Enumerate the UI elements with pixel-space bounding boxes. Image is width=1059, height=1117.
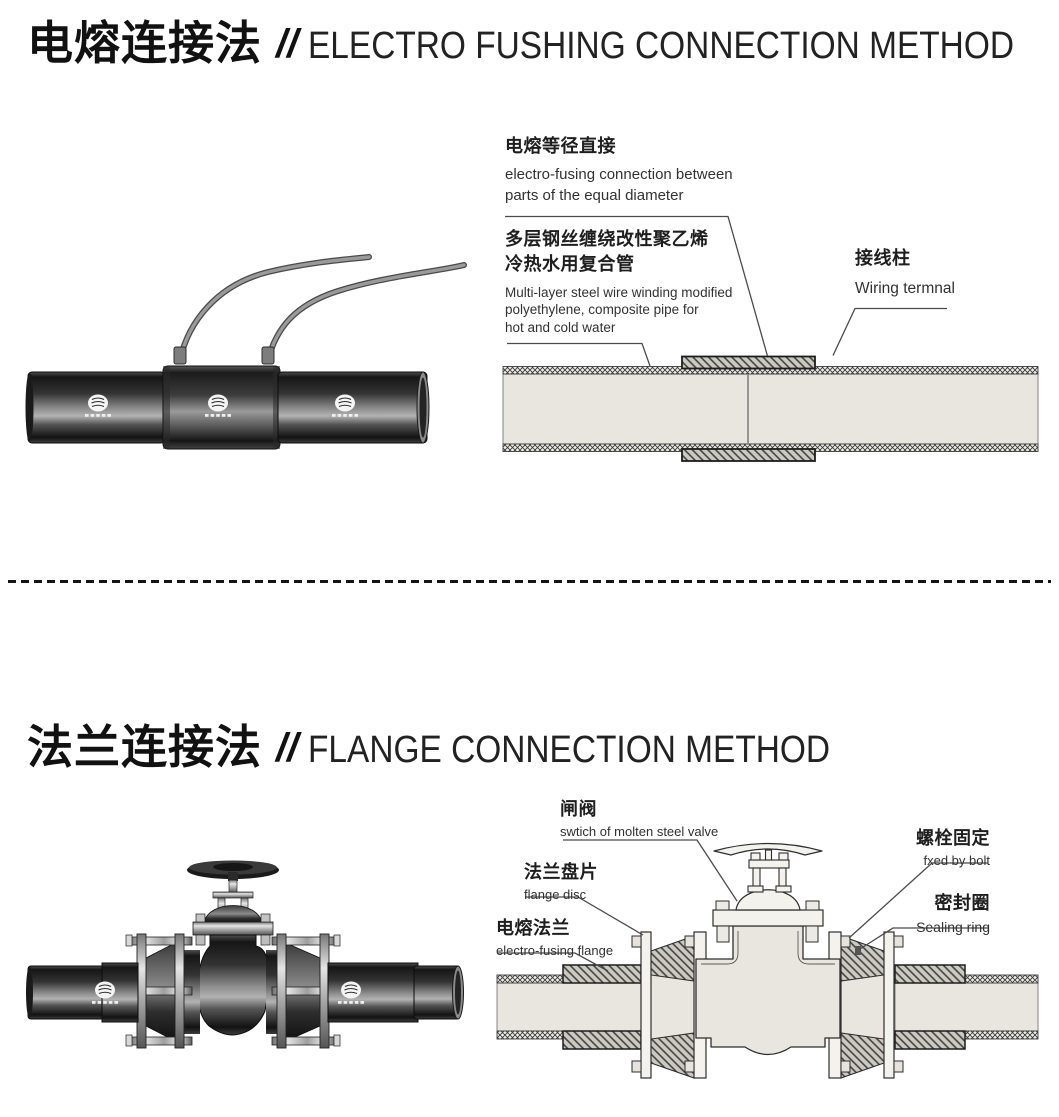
- flange-frame-right: [266, 933, 341, 1049]
- section1-title-slashes: //: [276, 22, 299, 66]
- label-wiring-terminal-zh: 接线柱: [855, 248, 911, 268]
- flange-valve-photo: [26, 860, 464, 1049]
- label-flange-disc-zh: 法兰盘片: [524, 862, 598, 882]
- leader-composite-pipe: [507, 342, 651, 367]
- valve-dome: [735, 889, 801, 911]
- electrofusion-coupling-photo: [25, 254, 467, 450]
- valve-bonnet-flange: [192, 913, 274, 946]
- valve-handwheel: [187, 860, 279, 881]
- cone-adapter-left: [650, 935, 695, 1079]
- label-gate-valve: 闸阀 swtich of molten steel valve: [560, 797, 718, 840]
- leader-wiring-terminal: [832, 307, 947, 356]
- leader-gate-valve: [563, 839, 738, 902]
- label-flange-disc: 法兰盘片 flange disc: [524, 860, 598, 903]
- label-electro-fusing-flange-en: electro-fusing flange: [496, 942, 614, 958]
- leader-fixed-by-bolt: [848, 862, 988, 939]
- section2-title-slashes: //: [276, 726, 299, 770]
- label-sealing-ring: 密封圈 Sealing ring: [840, 891, 990, 938]
- sealing-ring: [855, 946, 861, 955]
- label-composite-pipe-en: Multi-layer steel wire winding modified …: [505, 284, 733, 335]
- label-electro-fusing-flange: 电熔法兰 electro-fusing flange: [496, 916, 613, 959]
- label-sealing-ring-zh: 密封圈: [934, 893, 990, 913]
- label-electro-fusing-flange-zh: 电熔法兰: [496, 918, 570, 938]
- leader-flange-disc: [525, 896, 644, 936]
- valve-body: [196, 934, 269, 1036]
- flange-bolts: [631, 935, 904, 1073]
- pe-pipe-left: [26, 962, 139, 1023]
- valve-body-detail: [701, 931, 835, 965]
- pe-pipe-right: [277, 371, 430, 444]
- electrofusion-flange-sleeve-left: [562, 964, 642, 1050]
- valve-body-section: [695, 925, 841, 1056]
- valve-bonnet-flange: [712, 900, 824, 943]
- label-sealing-ring-en: Sealing ring: [916, 918, 990, 935]
- label-wiring-terminal-en: Wiring termnal: [855, 279, 955, 297]
- flange-frame-left: [125, 933, 200, 1049]
- label-gate-valve-zh: 闸阀: [560, 799, 597, 819]
- electrofusion-sleeve: [681, 355, 816, 462]
- section2-title-zh: 法兰连接法: [27, 721, 262, 773]
- leader-electro-fusing-flange: [497, 952, 609, 972]
- valve-stem: [764, 849, 773, 861]
- wire-terminal: [173, 346, 187, 365]
- label-fixed-by-bolt-en: fxed by bolt: [923, 852, 991, 868]
- section1-title-en: ELECTRO FUSHING CONNECTION METHOD: [308, 25, 1015, 67]
- pipe-left: [496, 974, 642, 1040]
- pipe-right: [894, 974, 1039, 1040]
- label-composite-pipe: 多层钢丝缠绕改性聚乙烯 冷热水用复合管 Multi-layer steel wi…: [505, 227, 732, 336]
- electrofusion-diagram: [502, 215, 1039, 462]
- label-equal-diameter-en: electro-fusing connection between parts …: [505, 165, 733, 205]
- cone-adapter-right: [840, 935, 885, 1079]
- valve-bonnet-dome: [203, 905, 263, 925]
- valve-handwheel: [713, 842, 823, 856]
- label-wiring-terminal: 接线柱 Wiring termnal: [855, 246, 955, 300]
- electrofusion-flange-sleeve-right: [894, 964, 966, 1050]
- leader-sealing-ring: [859, 927, 988, 950]
- label-equal-diameter-zh: 电熔等径直接: [505, 136, 616, 156]
- wire-terminal: [261, 346, 275, 365]
- electrofusion-wires: [177, 254, 467, 363]
- label-equal-diameter: 电熔等径直接 electro-fusing connection between…: [505, 134, 733, 206]
- section-divider: [8, 580, 1051, 583]
- section2-title-en: FLANGE CONNECTION METHOD: [308, 729, 831, 771]
- label-fixed-by-bolt: 螺栓固定 fxed by bolt: [840, 826, 990, 869]
- flange-connection-diagram: [496, 839, 1039, 1079]
- label-gate-valve-en: swtich of molten steel valve: [560, 823, 719, 839]
- section2-title: 法兰连接法 // FLANGE CONNECTION METHOD: [27, 724, 901, 770]
- label-flange-disc-en: flange disc: [524, 886, 587, 902]
- section1-title: 电熔连接法 // ELECTRO FUSHING CONNECTION METH…: [27, 20, 1059, 66]
- section1-title-zh: 电熔连接法: [27, 17, 262, 69]
- label-composite-pipe-zh: 多层钢丝缠绕改性聚乙烯 冷热水用复合管: [505, 229, 709, 274]
- leader-equal-diameter: [505, 215, 769, 357]
- pipe-cross-section: [502, 366, 1039, 452]
- label-fixed-by-bolt-zh: 螺栓固定: [916, 828, 990, 848]
